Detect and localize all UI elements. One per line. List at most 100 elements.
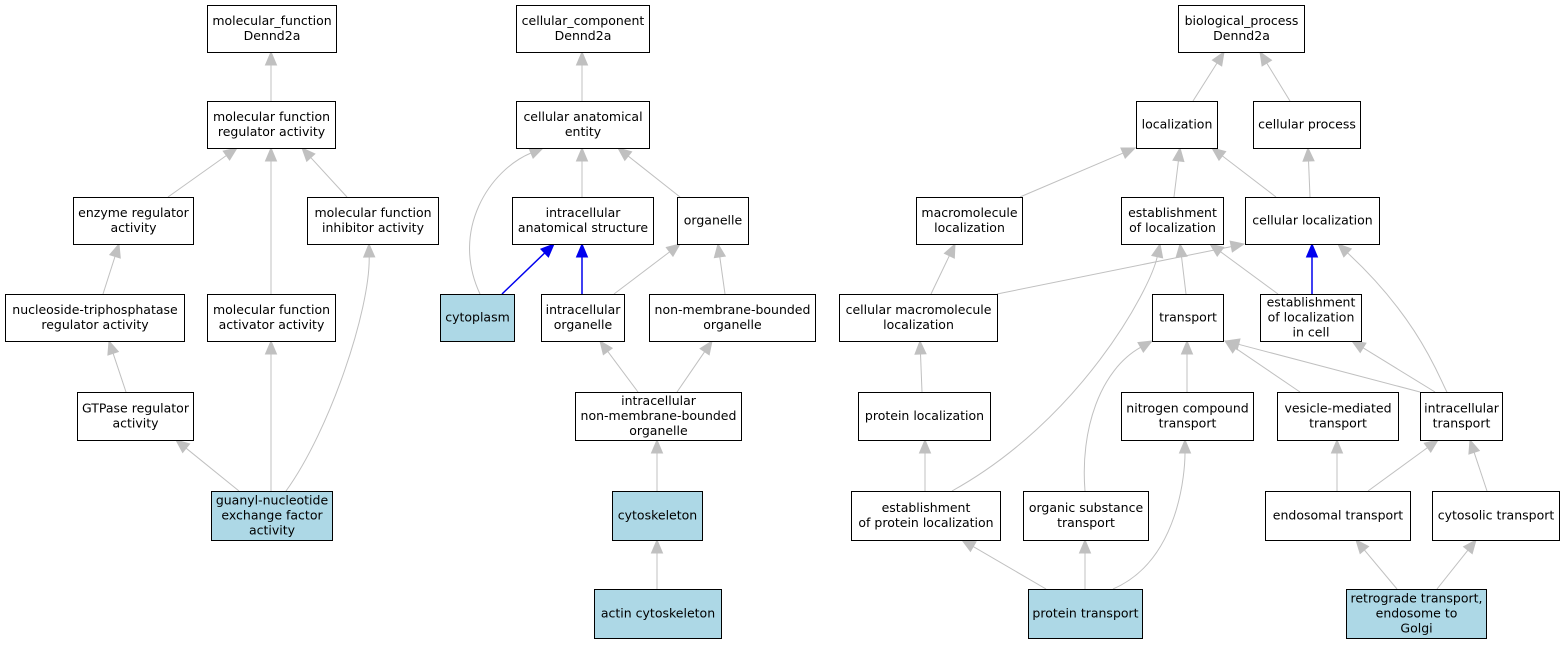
term-label-line: cytoskeleton <box>618 508 697 523</box>
term-label-line: regulator activity <box>218 124 326 139</box>
edge-est_loc_cell-to-cell_loc <box>1305 242 1319 294</box>
term-label-line: transport <box>1433 416 1491 431</box>
edge-line <box>1220 251 1279 295</box>
term-node-cytoskeleton[interactable]: cytoskeleton <box>612 491 703 541</box>
edge-ntp_reg-to-enz_reg <box>102 242 121 295</box>
edge-line <box>996 246 1232 295</box>
term-node-protein-localization[interactable]: protein localization <box>858 392 991 441</box>
edge-line <box>1436 549 1469 590</box>
edge-nmbo-to-organelle <box>713 242 727 295</box>
edge-line <box>1266 62 1291 102</box>
arrowhead <box>1210 147 1227 162</box>
term-box <box>1121 392 1254 441</box>
term-box <box>1152 294 1224 342</box>
edge-ic_nmbo-to-ic_org <box>599 339 639 393</box>
term-box <box>575 392 742 441</box>
term-node-cytoplasm[interactable]: cytoplasm <box>440 294 515 342</box>
term-label-line: molecular function <box>314 205 431 220</box>
term-node-endosomal-transport[interactable]: endosomal transport <box>1265 491 1411 541</box>
term-node-organelle[interactable]: organelle <box>677 197 749 245</box>
edge-org_sub-to-transport <box>1083 340 1154 492</box>
term-node-actin-cytoskeleton[interactable]: actin cytoskeleton <box>594 589 722 639</box>
term-box <box>307 197 439 245</box>
edge-line <box>1222 155 1277 198</box>
term-box <box>440 294 515 342</box>
edge-loc-to-bp_root <box>1192 50 1225 102</box>
edge-ic_org-to-organelle <box>613 243 682 295</box>
term-label-line: transport <box>1159 310 1217 325</box>
term-box <box>649 294 816 342</box>
term-node-localization[interactable]: localization <box>1136 101 1218 149</box>
term-box <box>1260 294 1362 342</box>
term-label-line: establishment <box>1128 205 1217 220</box>
edge-line <box>1019 152 1124 198</box>
arrowhead <box>1208 243 1225 258</box>
edge-gtp_reg-to-ntp_reg <box>107 339 127 393</box>
edge-line <box>1112 452 1186 590</box>
term-label-line: Dennd2a <box>244 28 301 43</box>
edge-mf_inh-to-mf_reg <box>301 147 348 198</box>
edge-prot_trans-to-est_prot_loc <box>960 539 1047 590</box>
term-label-line: activity <box>112 416 159 431</box>
edge-line <box>102 256 116 295</box>
edges-layer <box>102 50 1488 590</box>
edge-line <box>627 155 681 198</box>
term-box <box>851 491 1001 541</box>
term-node-protein-transport[interactable]: protein transport <box>1028 589 1143 639</box>
term-node-cytosolic-transport[interactable]: cytosolic transport <box>1432 491 1560 541</box>
edge-prot_trans-to-nitro <box>1112 438 1192 590</box>
arrowhead <box>575 242 589 258</box>
edge-line <box>719 256 726 295</box>
term-label-line: protein localization <box>865 408 984 423</box>
term-node-intracellular-non-membrane-bounded-organelle[interactable]: intracellularnon-membrane-boundedorganel… <box>575 392 742 441</box>
edge-cytosolic-to-ic_trans <box>1468 438 1488 492</box>
arrowhead <box>599 339 614 356</box>
arrowhead <box>650 438 664 454</box>
term-node-cellular-localization[interactable]: cellular localization <box>1245 197 1380 245</box>
term-label-line: actin cytoskeleton <box>601 606 715 621</box>
term-node-transport[interactable]: transport <box>1152 294 1224 342</box>
term-label-line: entity <box>565 124 602 139</box>
arrowhead <box>1259 50 1273 67</box>
term-label-line: organelle <box>684 213 743 228</box>
term-box <box>839 294 998 342</box>
arrowhead <box>665 243 682 258</box>
arrowhead <box>264 339 278 355</box>
term-label-line: of protein localization <box>858 515 993 530</box>
edge-retro-to-endo <box>1355 539 1398 590</box>
term-label-line: retrograde transport, <box>1350 591 1482 606</box>
arrowhead <box>1305 242 1319 258</box>
edge-prot_trans-to-org_sub <box>1078 538 1092 589</box>
term-node-cellular-process[interactable]: cellular process <box>1253 101 1361 149</box>
term-box <box>1420 392 1503 441</box>
term-label-line: intracellular <box>546 205 622 220</box>
edge-nitro-to-transport <box>1180 339 1194 392</box>
arrowhead <box>575 50 589 66</box>
edge-cell_proc-to-bp_root <box>1259 50 1291 102</box>
term-label-line: endosomal transport <box>1273 508 1403 523</box>
